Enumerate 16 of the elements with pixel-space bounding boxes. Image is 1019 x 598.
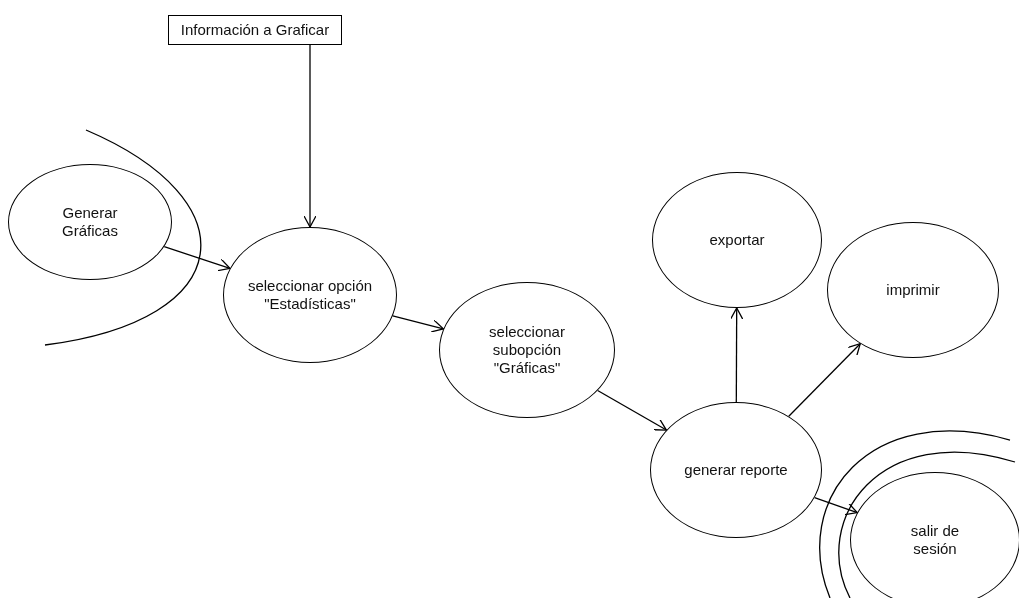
node-label: seleccionar opción "Estadísticas" [246, 277, 374, 313]
node-label: Información a Graficar [179, 21, 331, 39]
arrow [303, 44, 317, 228]
arrow [163, 246, 231, 272]
arrow [597, 389, 668, 431]
arrow [392, 315, 445, 333]
arrow [788, 343, 861, 417]
use-case-ellipse [850, 472, 1019, 598]
node-label: salir de sesión [909, 522, 961, 558]
node-label: seleccionar subopción "Gráficas" [488, 323, 566, 377]
arrow [730, 307, 744, 403]
node-label: Generar Gráficas [61, 204, 119, 240]
data-box [168, 15, 342, 45]
node-label: imprimir [885, 281, 941, 299]
node-label: exportar [708, 231, 766, 249]
node-label: generar reporte [683, 461, 789, 479]
